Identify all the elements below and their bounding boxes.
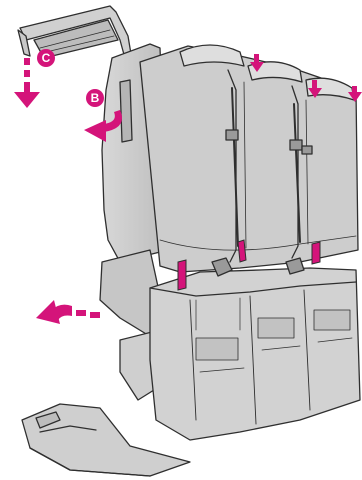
label-c: C (42, 51, 51, 65)
arrow-down-icon (14, 58, 40, 108)
arrow-left-dashed-icon (36, 300, 100, 324)
label-c-badge: C (37, 49, 55, 67)
label-b-badge: B (86, 89, 104, 107)
label-b: B (91, 91, 100, 105)
